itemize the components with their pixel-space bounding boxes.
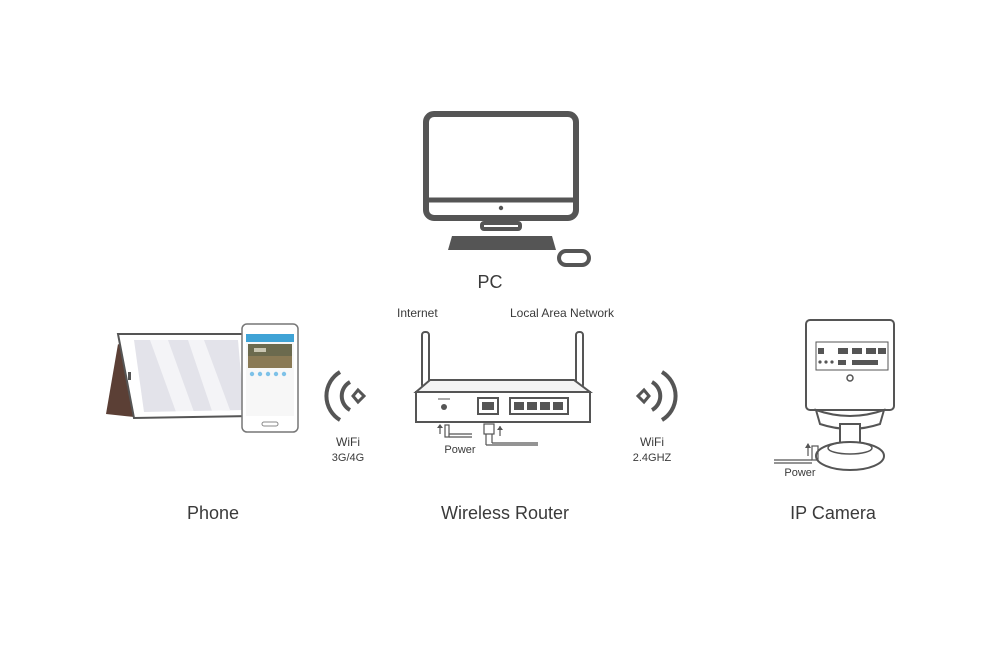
wifi-signal-icon [635, 370, 678, 422]
pc-label: PC [477, 272, 503, 292]
camera-label: IP Camera [790, 503, 876, 523]
smartphone-icon [241, 323, 299, 433]
monitor-icon [423, 111, 579, 231]
camera-wifi-label: WiFi [640, 435, 664, 449]
router-label: Wireless Router [440, 503, 570, 523]
router-power-label: Power [444, 444, 476, 456]
phone-wifi-label: WiFi [336, 435, 360, 449]
lan-label: Local Area Network [510, 306, 615, 320]
mouse-icon [557, 249, 591, 267]
camera-wifi-sub: 2.4GHZ [632, 452, 672, 464]
phone-label: Phone [186, 503, 240, 523]
keyboard-icon [448, 236, 556, 250]
wifi-signal-icon [324, 370, 367, 422]
internet-label: Internet [397, 306, 438, 320]
ip-camera-icon [774, 319, 895, 471]
tablet-icon [106, 333, 254, 420]
router-icon [413, 331, 593, 446]
phone-wifi-sub: 3G/4G [331, 452, 365, 464]
camera-power-label: Power [784, 467, 816, 479]
